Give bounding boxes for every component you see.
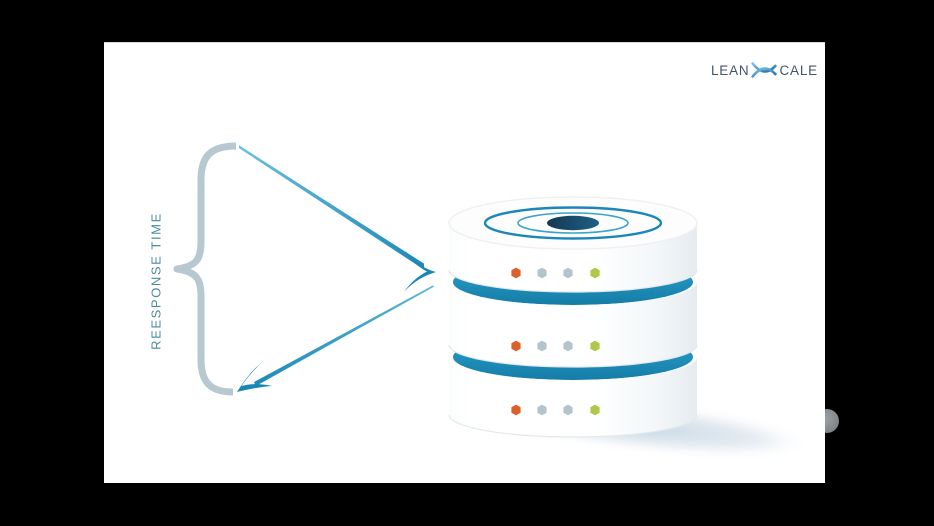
slide <box>104 42 825 483</box>
leanxcale-logo: LEAN CALE <box>711 61 818 79</box>
response-time-label: REESPONSE TIME <box>148 212 164 350</box>
logo-text-right: CALE <box>779 62 818 78</box>
logo-text-left: LEAN <box>711 62 750 78</box>
leanxcale-x-icon <box>751 62 778 78</box>
